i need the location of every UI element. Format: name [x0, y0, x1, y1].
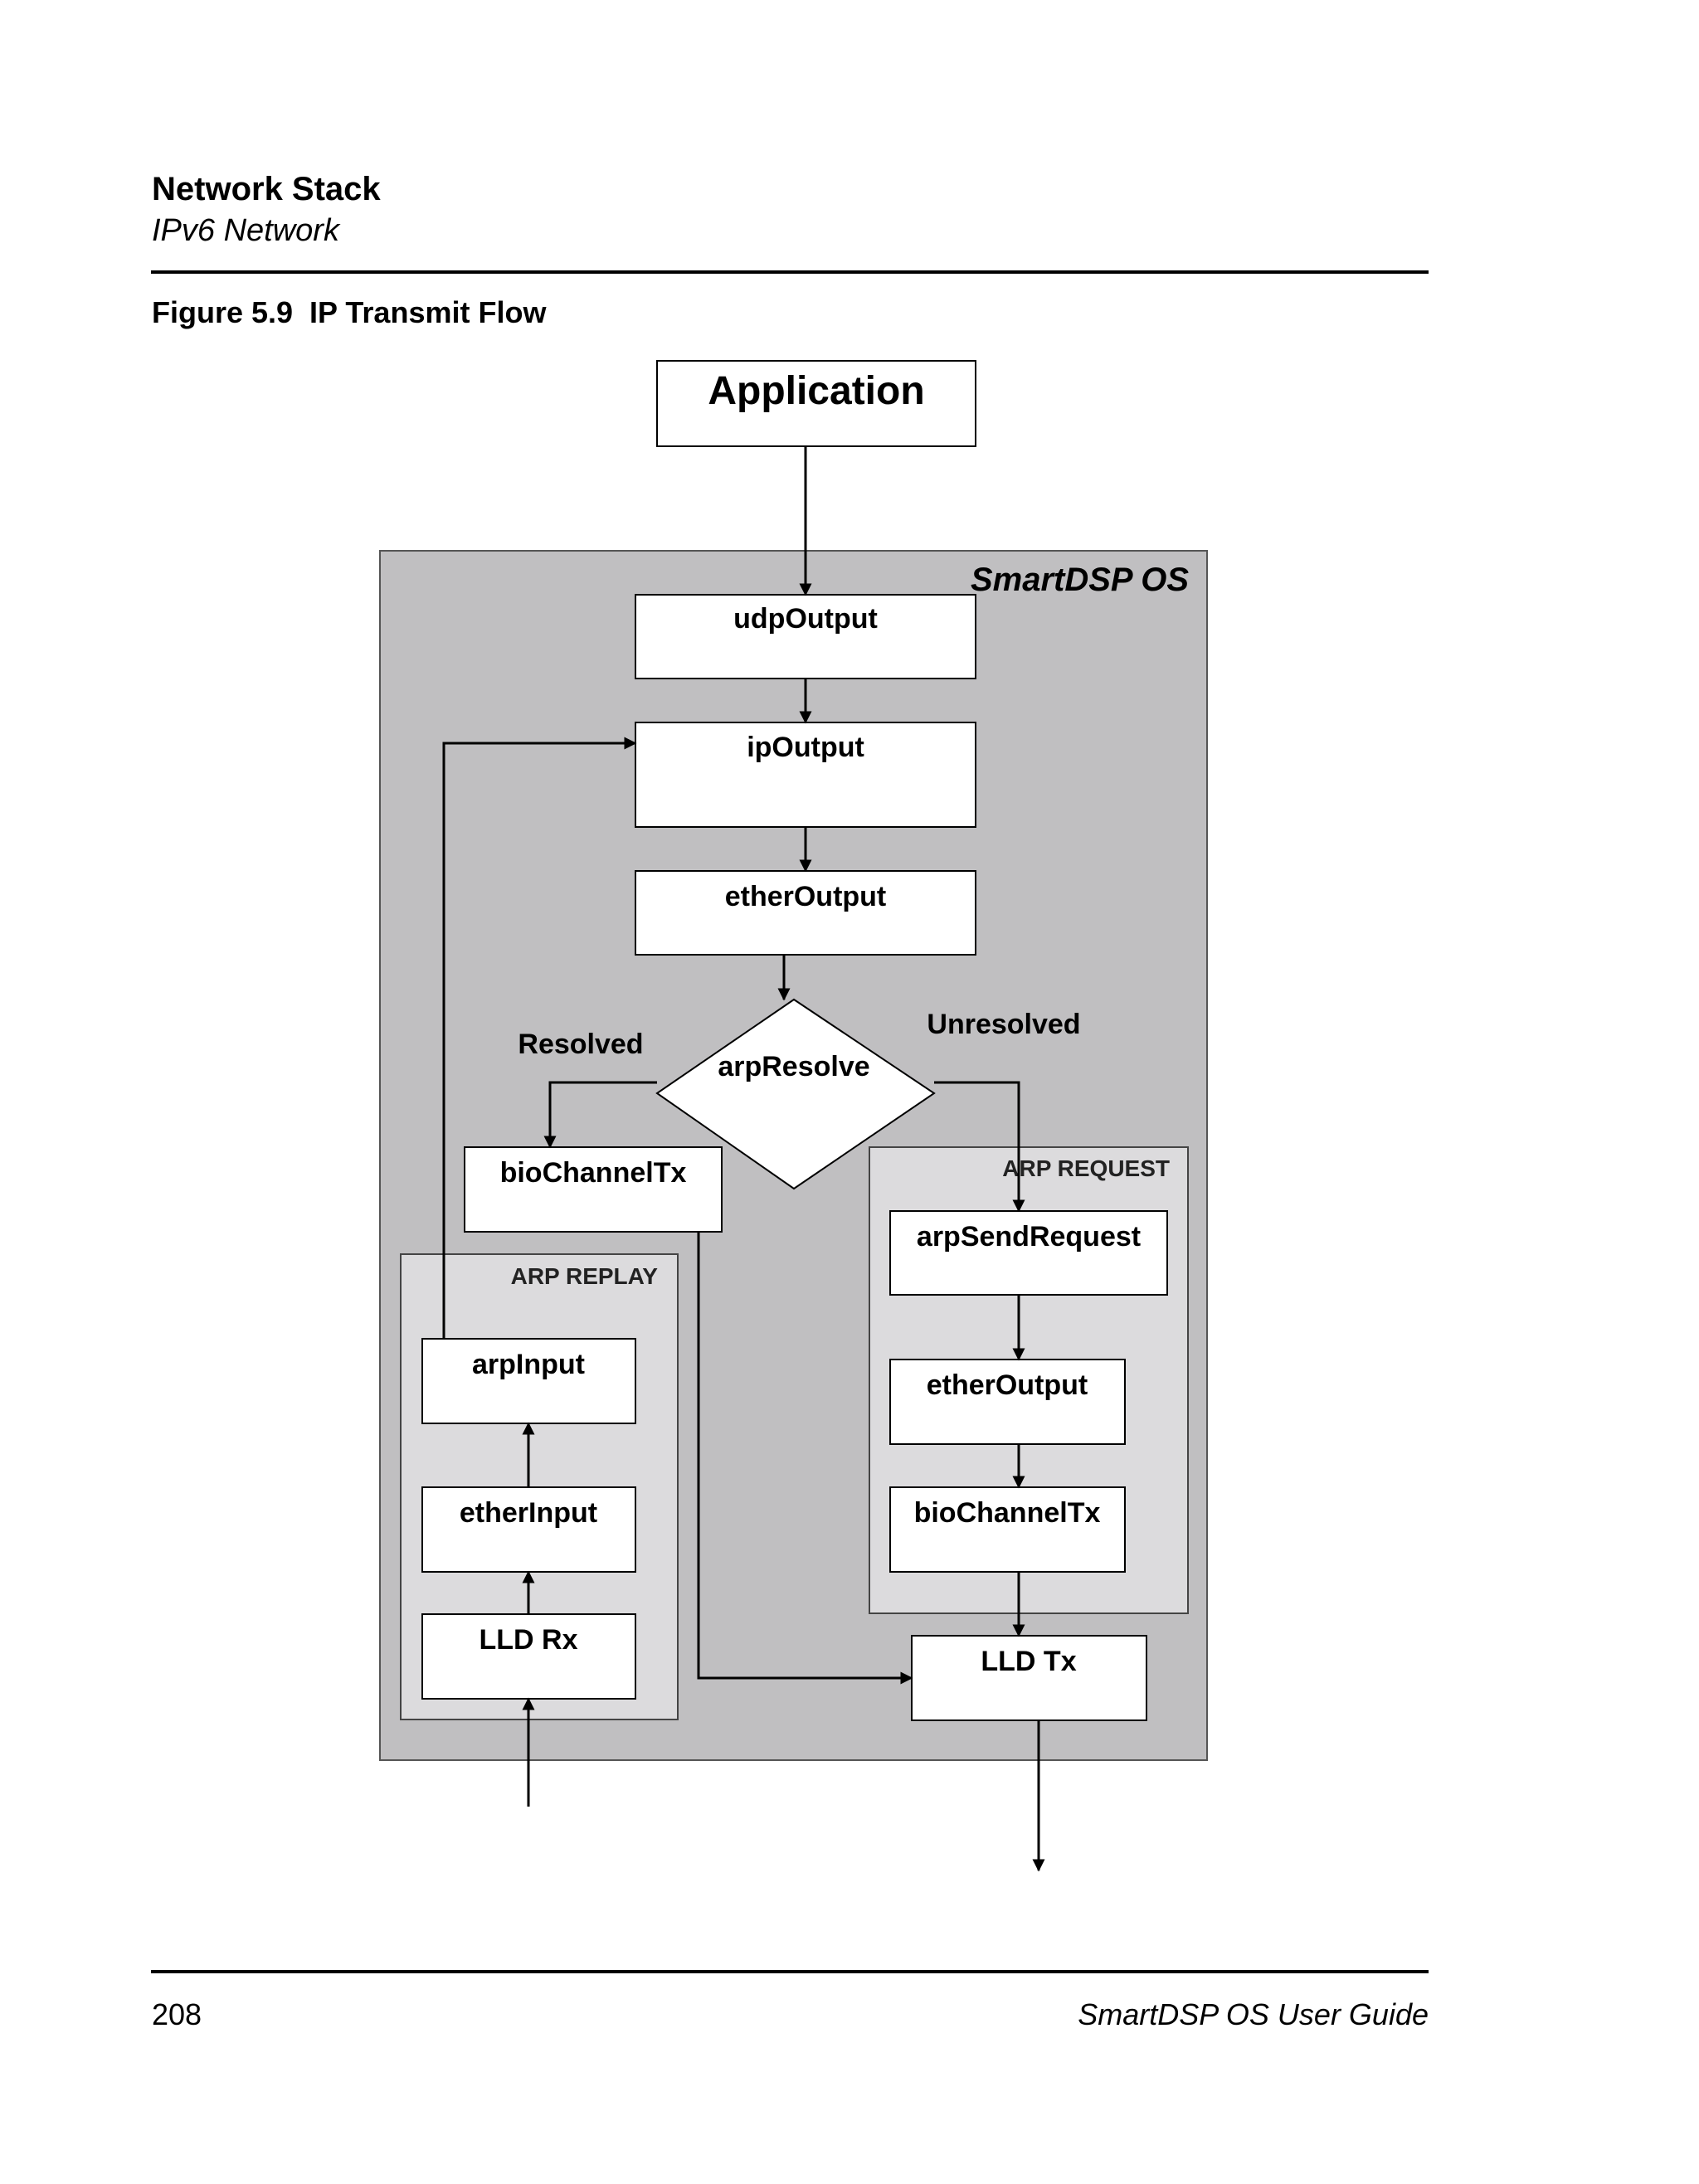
flow-connectors — [442, 446, 1045, 1872]
arp-request-ether-output-box — [889, 1359, 1126, 1445]
page-number: 208 — [152, 1997, 202, 2031]
arp-resolve-diamond — [655, 998, 936, 1190]
ether-input-box — [421, 1486, 636, 1573]
application-label: Application — [708, 369, 924, 413]
ip-output-label: ipOutput — [747, 732, 864, 763]
application-box — [656, 360, 976, 447]
arp-replay-label: ARP REPLAY — [511, 1263, 659, 1289]
ether-input-label: etherInput — [460, 1497, 597, 1529]
bio-channel-tx-label: bioChannelTx — [500, 1157, 687, 1189]
lld-tx-box — [911, 1635, 1147, 1721]
arrow-resolved-to-bio-channel-tx — [543, 1081, 657, 1149]
arp-send-request-box — [889, 1210, 1168, 1296]
arp-input-box — [421, 1338, 636, 1424]
arp-resolve-label: arpResolve — [718, 1051, 869, 1082]
resolved-label: Resolved — [518, 1029, 643, 1060]
lld-tx-label: LLD Tx — [981, 1646, 1076, 1677]
page-header-subtitle: IPv6 Network — [152, 213, 339, 248]
arrow-unresolved-to-arp-send-request — [934, 1081, 1025, 1213]
udp-output-label: udpOutput — [733, 603, 878, 635]
arp-request-ether-output-label: etherOutput — [927, 1369, 1088, 1401]
lld-rx-label: LLD Rx — [480, 1624, 578, 1656]
udp-output-box — [635, 594, 976, 679]
arp-request-bio-channel-tx-box — [889, 1486, 1126, 1573]
arp-send-request-label: arpSendRequest — [917, 1221, 1141, 1253]
footer-guide-title: SmartDSP OS User Guide — [1078, 1997, 1429, 2031]
figure-caption: Figure 5.9 IP Transmit Flow — [152, 295, 547, 329]
header-divider — [151, 270, 1429, 274]
ether-output-box — [635, 870, 976, 956]
ether-output-label: etherOutput — [725, 881, 887, 912]
arp-request-label: ARP REQUEST — [1002, 1155, 1170, 1181]
arp-input-label: arpInput — [472, 1349, 585, 1380]
arp-request-bio-channel-tx-label: bioChannelTx — [914, 1497, 1101, 1529]
smartdsp-os-label: SmartDSP OS — [971, 562, 1189, 598]
unresolved-label: Unresolved — [927, 1009, 1080, 1040]
page-header-title: Network Stack — [152, 171, 381, 207]
footer-divider — [151, 1970, 1429, 1973]
bio-channel-tx-box — [464, 1146, 723, 1233]
arrow-bio-channel-tx-resolved-to-lld-tx — [697, 1232, 913, 1685]
arrow-arp-input-to-ip-output — [442, 737, 637, 1339]
